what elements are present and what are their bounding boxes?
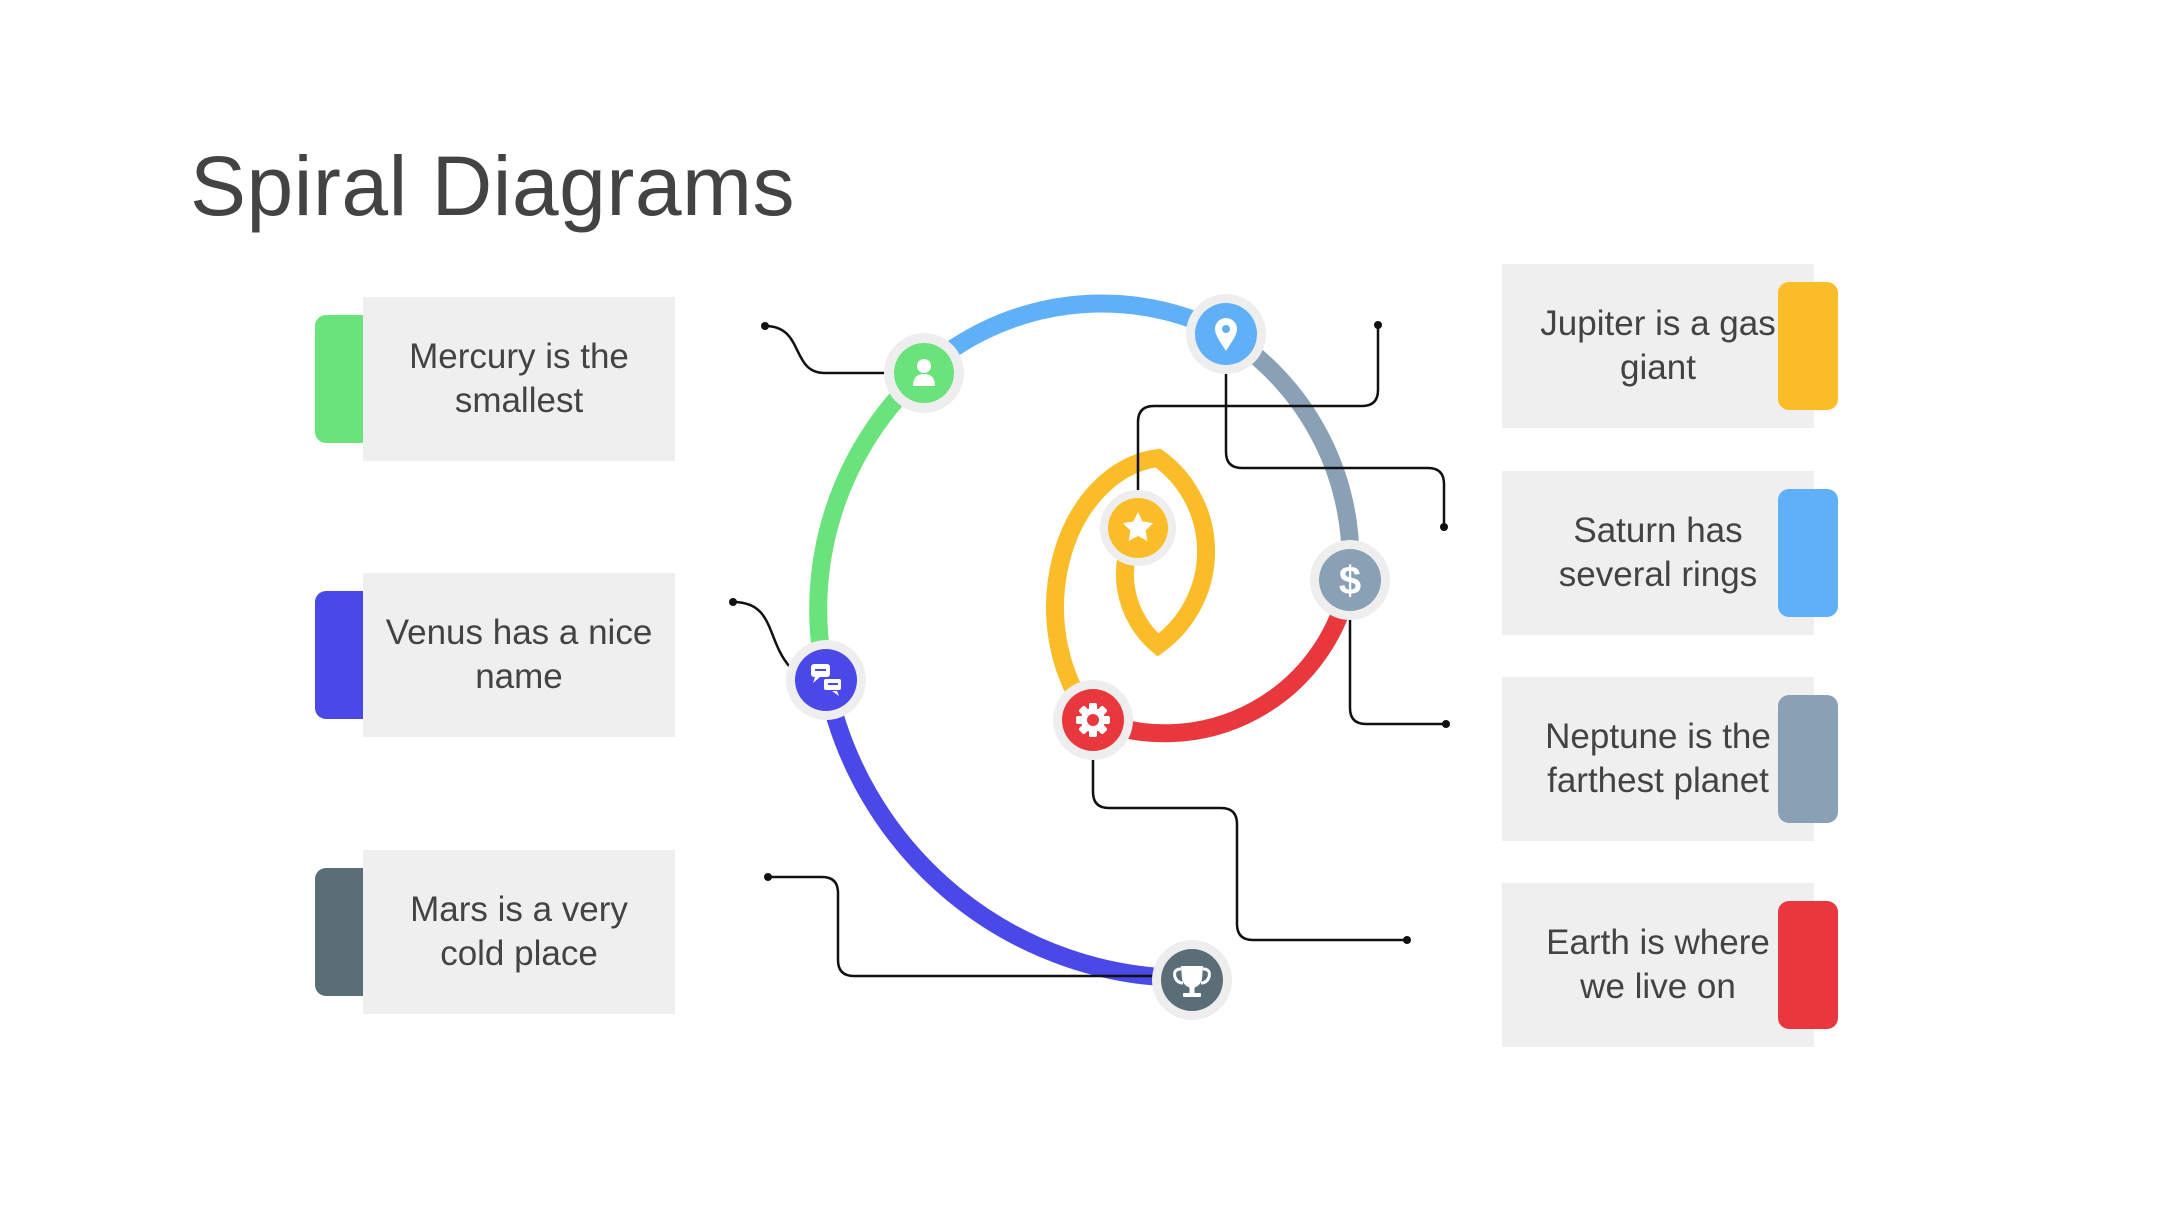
connector-dot bbox=[1440, 523, 1448, 531]
trophy-icon bbox=[1152, 940, 1232, 1020]
connector-saturn bbox=[1224, 345, 1446, 527]
connector-earth bbox=[1091, 748, 1407, 942]
card-tab bbox=[1778, 695, 1838, 823]
spiral-segment-blue bbox=[918, 294, 1231, 378]
spiral-segment-yellow bbox=[1046, 448, 1215, 725]
connector-mercury bbox=[764, 324, 908, 375]
card-text-venus: Venus has a nice name bbox=[363, 573, 675, 737]
location-pin-icon bbox=[1186, 294, 1266, 374]
connector-venus bbox=[732, 600, 791, 668]
chat-icon bbox=[786, 640, 866, 720]
card-tab bbox=[1778, 282, 1838, 410]
card-text-mars: Mars is a very cold place bbox=[363, 850, 675, 1014]
card-text-earth: Earth is where we live on bbox=[1502, 883, 1814, 1047]
card-tab bbox=[1778, 901, 1838, 1029]
star-icon bbox=[1100, 490, 1176, 566]
card-text-saturn: Saturn has several rings bbox=[1502, 471, 1814, 635]
dollar-icon: $ bbox=[1310, 540, 1390, 620]
connector-mars bbox=[768, 875, 1160, 978]
connector-dot bbox=[1403, 936, 1411, 944]
user-icon bbox=[884, 333, 964, 413]
page-title: Spiral Diagrams bbox=[190, 139, 796, 233]
gear-icon bbox=[1053, 680, 1133, 760]
connector-jupiter bbox=[1136, 325, 1380, 510]
connector-neptune bbox=[1348, 610, 1446, 726]
card-text-neptune: Neptune is the farthest planet bbox=[1502, 677, 1814, 841]
connector-dot bbox=[729, 598, 737, 606]
spiral-segment-steel bbox=[1221, 326, 1360, 579]
connector-dot bbox=[761, 322, 769, 330]
svg-text:$: $ bbox=[1339, 559, 1361, 603]
connector-dot bbox=[764, 873, 772, 881]
connector-dot bbox=[1374, 321, 1382, 329]
card-text-mercury: Mercury is the smallest bbox=[363, 297, 675, 461]
spiral-segment-indigo bbox=[817, 678, 1189, 988]
card-tab bbox=[1778, 489, 1838, 617]
spiral-segment-red bbox=[1089, 576, 1359, 743]
spiral-segment-green bbox=[809, 364, 931, 682]
card-text-jupiter: Jupiter is a gas giant bbox=[1502, 264, 1814, 428]
connector-dot bbox=[1442, 720, 1450, 728]
